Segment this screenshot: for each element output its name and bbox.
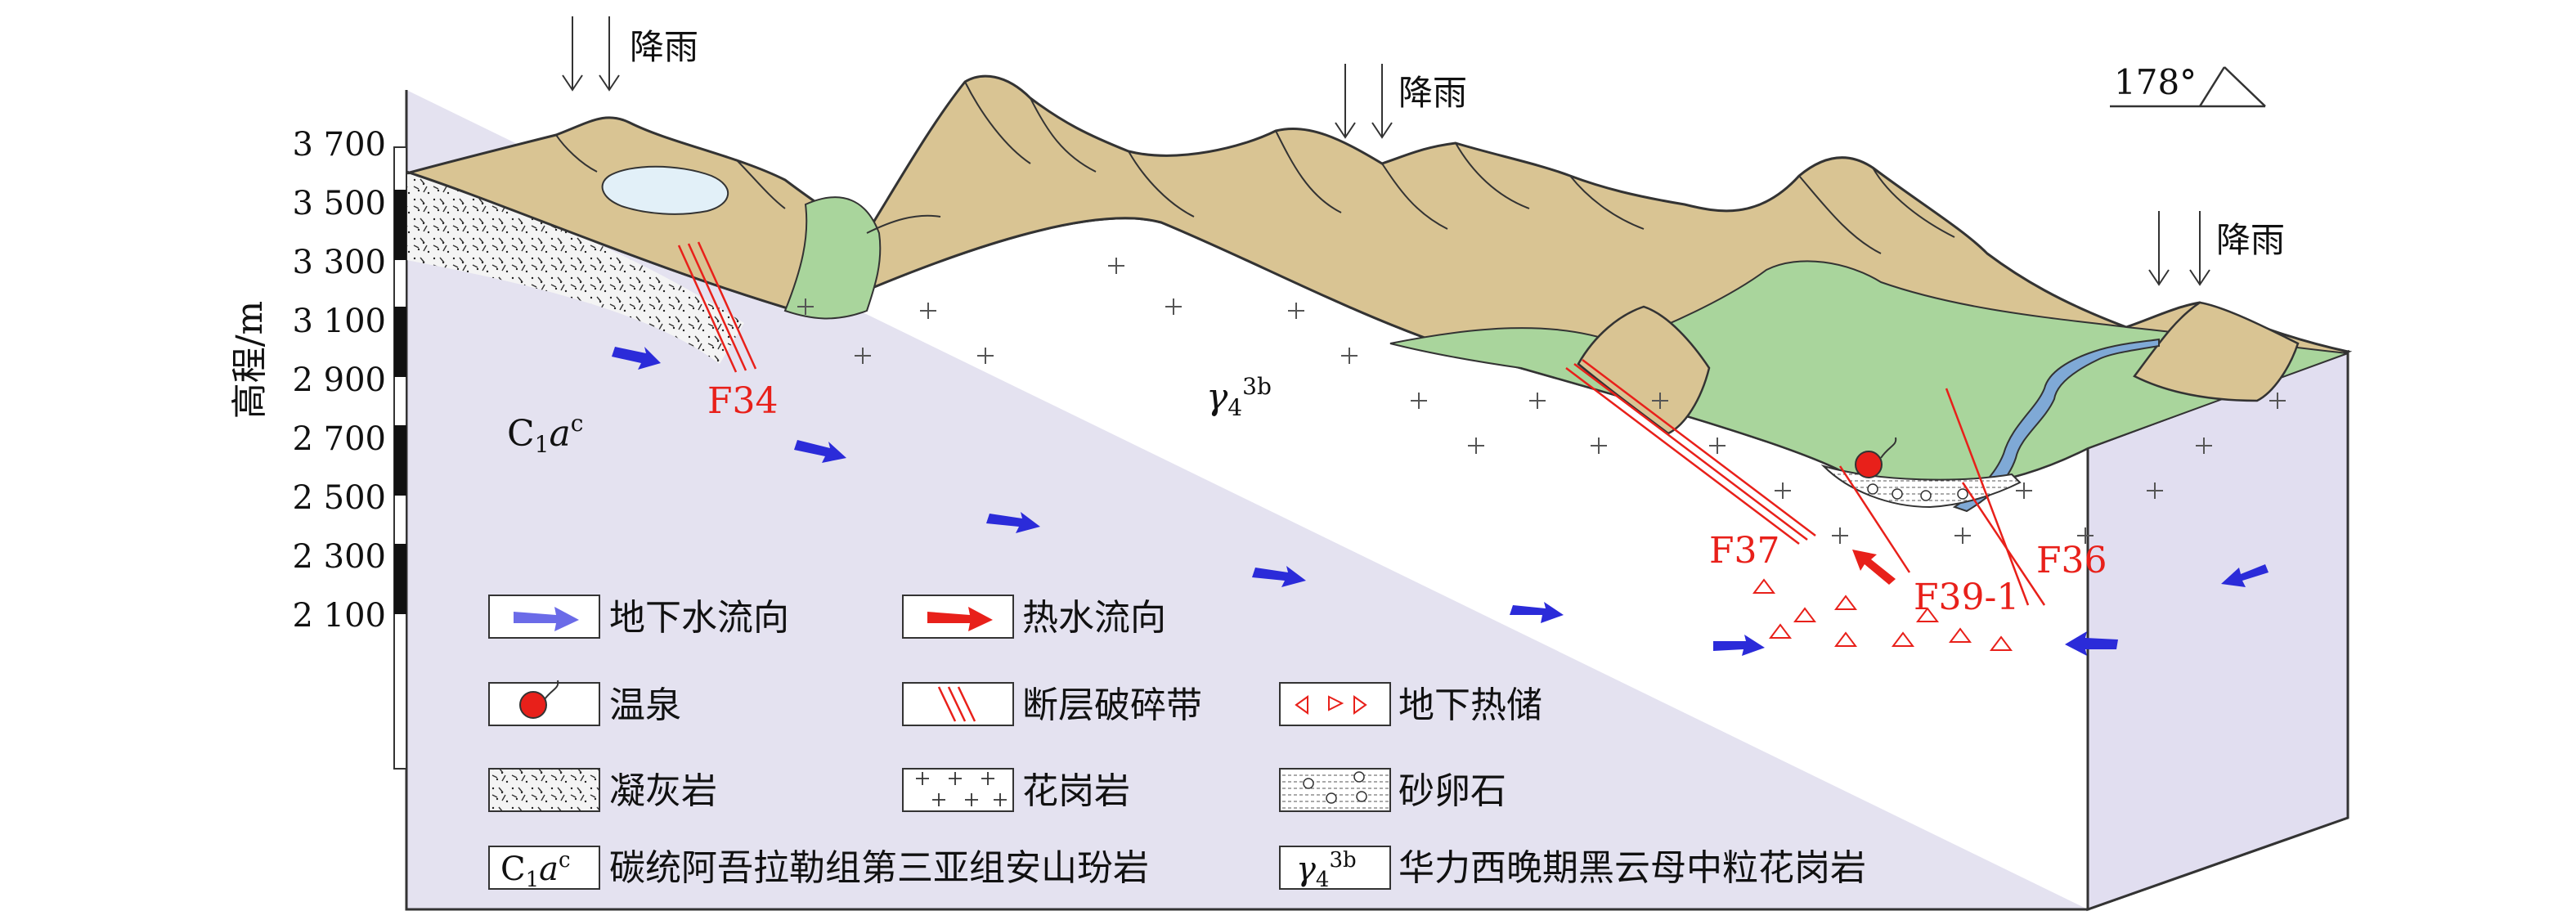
foothills (1577, 305, 1711, 435)
legend-label-biotite-granite: 华力西晚期黑云母中粒花岗岩 (1398, 847, 1866, 889)
rain-arrows (562, 16, 2210, 286)
formation-label-c1ac: C1ac (507, 410, 583, 458)
rain-label-2: 降雨 (1398, 73, 1467, 113)
legend-icon-spring (519, 691, 547, 719)
azimuth-value: 178° (2114, 62, 2197, 102)
legend-icon-granite-code: γ43b (1296, 848, 1357, 892)
tick-2700: 2 700 (292, 420, 386, 458)
legend-icon-fault (937, 686, 976, 722)
granite-gamma: γ (1206, 376, 1228, 418)
legend-label-tuff: 凝灰岩 (609, 770, 717, 812)
tick-2900: 2 900 (292, 361, 386, 399)
hot-spring-marker (1855, 437, 1897, 478)
fault-f36-lines (1961, 482, 2046, 606)
formation-sub: 1 (535, 431, 550, 458)
legend: 地下水流向 热水流向 温泉 断层破碎带 地下热储 凝灰岩 (488, 595, 1866, 892)
fault-label-f37: F37 (1709, 530, 1780, 572)
right-hill (2133, 301, 2300, 402)
fault-label-f36: F36 (2036, 540, 2107, 581)
formation-code: C (507, 413, 535, 455)
gravel-pebbles (1867, 483, 1968, 501)
fault-f39-lines (1838, 388, 2030, 606)
legend-icon-spring-tail (544, 680, 559, 700)
granite-sup: 3b (1242, 373, 1272, 400)
elevation-axis-label: 高程/m (229, 301, 271, 420)
legend-label-spring: 温泉 (609, 684, 681, 726)
legend-label-gravel: 砂卵石 (1398, 770, 1506, 812)
formation-a: a (550, 413, 571, 455)
rain-label-3: 降雨 (2216, 220, 2285, 260)
groundwater-arrows (612, 347, 2269, 656)
legend-label-granite: 花岗岩 (1022, 770, 1130, 812)
legend-label-andesite: 碳统阿吾拉勒组第三亚组安山玢岩 (609, 847, 1149, 889)
legend-box-gravel (1279, 768, 1391, 812)
tuff-zone (406, 172, 744, 364)
legend-label-groundwater: 地下水流向 (609, 597, 789, 639)
legend-icon-andesite-code: C1ac (500, 848, 571, 892)
legend-box-andesite (488, 846, 600, 890)
svg-text:γ43b: γ43b (1206, 373, 1272, 421)
fault-label-f39-1: F39-1 (1914, 577, 2019, 618)
green-valley-left (783, 196, 882, 320)
fault-f37-lines (1565, 359, 1816, 545)
tick-2300: 2 300 (292, 538, 386, 576)
hot-water-arrow (1852, 550, 1896, 585)
svg-text:C1ac: C1ac (507, 410, 583, 458)
river (1952, 338, 2160, 513)
tick-3500: 3 500 (292, 185, 386, 222)
elevation-ticks: 3 700 3 500 3 300 3 100 2 900 2 700 2 50… (292, 126, 386, 635)
geothermal-triangles (1752, 578, 2013, 651)
legend-icon-gravel (1303, 771, 1367, 804)
granite-sub: 4 (1227, 394, 1242, 421)
formation-sup: c (571, 410, 584, 437)
fault-label-f34: F34 (707, 380, 779, 422)
granite-label-gamma: γ43b (1206, 373, 1272, 421)
legend-box-granite (902, 768, 1014, 812)
legend-label-fault: 断层破碎带 (1022, 684, 1202, 726)
glacier-lake (601, 165, 729, 215)
legend-label-reservoir: 地下热储 (1398, 684, 1542, 726)
elevation-scale-bar (393, 146, 407, 770)
legend-box-fault (902, 682, 1014, 726)
legend-icon-groundwater-arrow (514, 607, 579, 631)
legend-icon-granite (916, 772, 1007, 806)
tick-2100: 2 100 (292, 597, 386, 635)
legend-icon-reservoir (1295, 695, 1367, 715)
granite-crosses (797, 258, 2286, 544)
legend-box-biotite-granite (1279, 846, 1391, 890)
rain-label-1: 降雨 (630, 27, 698, 67)
legend-icon-hotwater-arrow (927, 607, 993, 631)
tick-2500: 2 500 (292, 479, 386, 517)
tick-3100: 3 100 (292, 303, 386, 340)
legend-box-tuff (488, 768, 600, 812)
tick-3300: 3 300 (292, 244, 386, 281)
legend-label-hotwater: 热水流向 (1022, 597, 1166, 639)
tick-3700: 3 700 (292, 126, 386, 164)
ridge-details (555, 81, 1955, 254)
azimuth-symbol: 178° (2110, 62, 2266, 108)
fault-f34-lines (677, 241, 757, 373)
